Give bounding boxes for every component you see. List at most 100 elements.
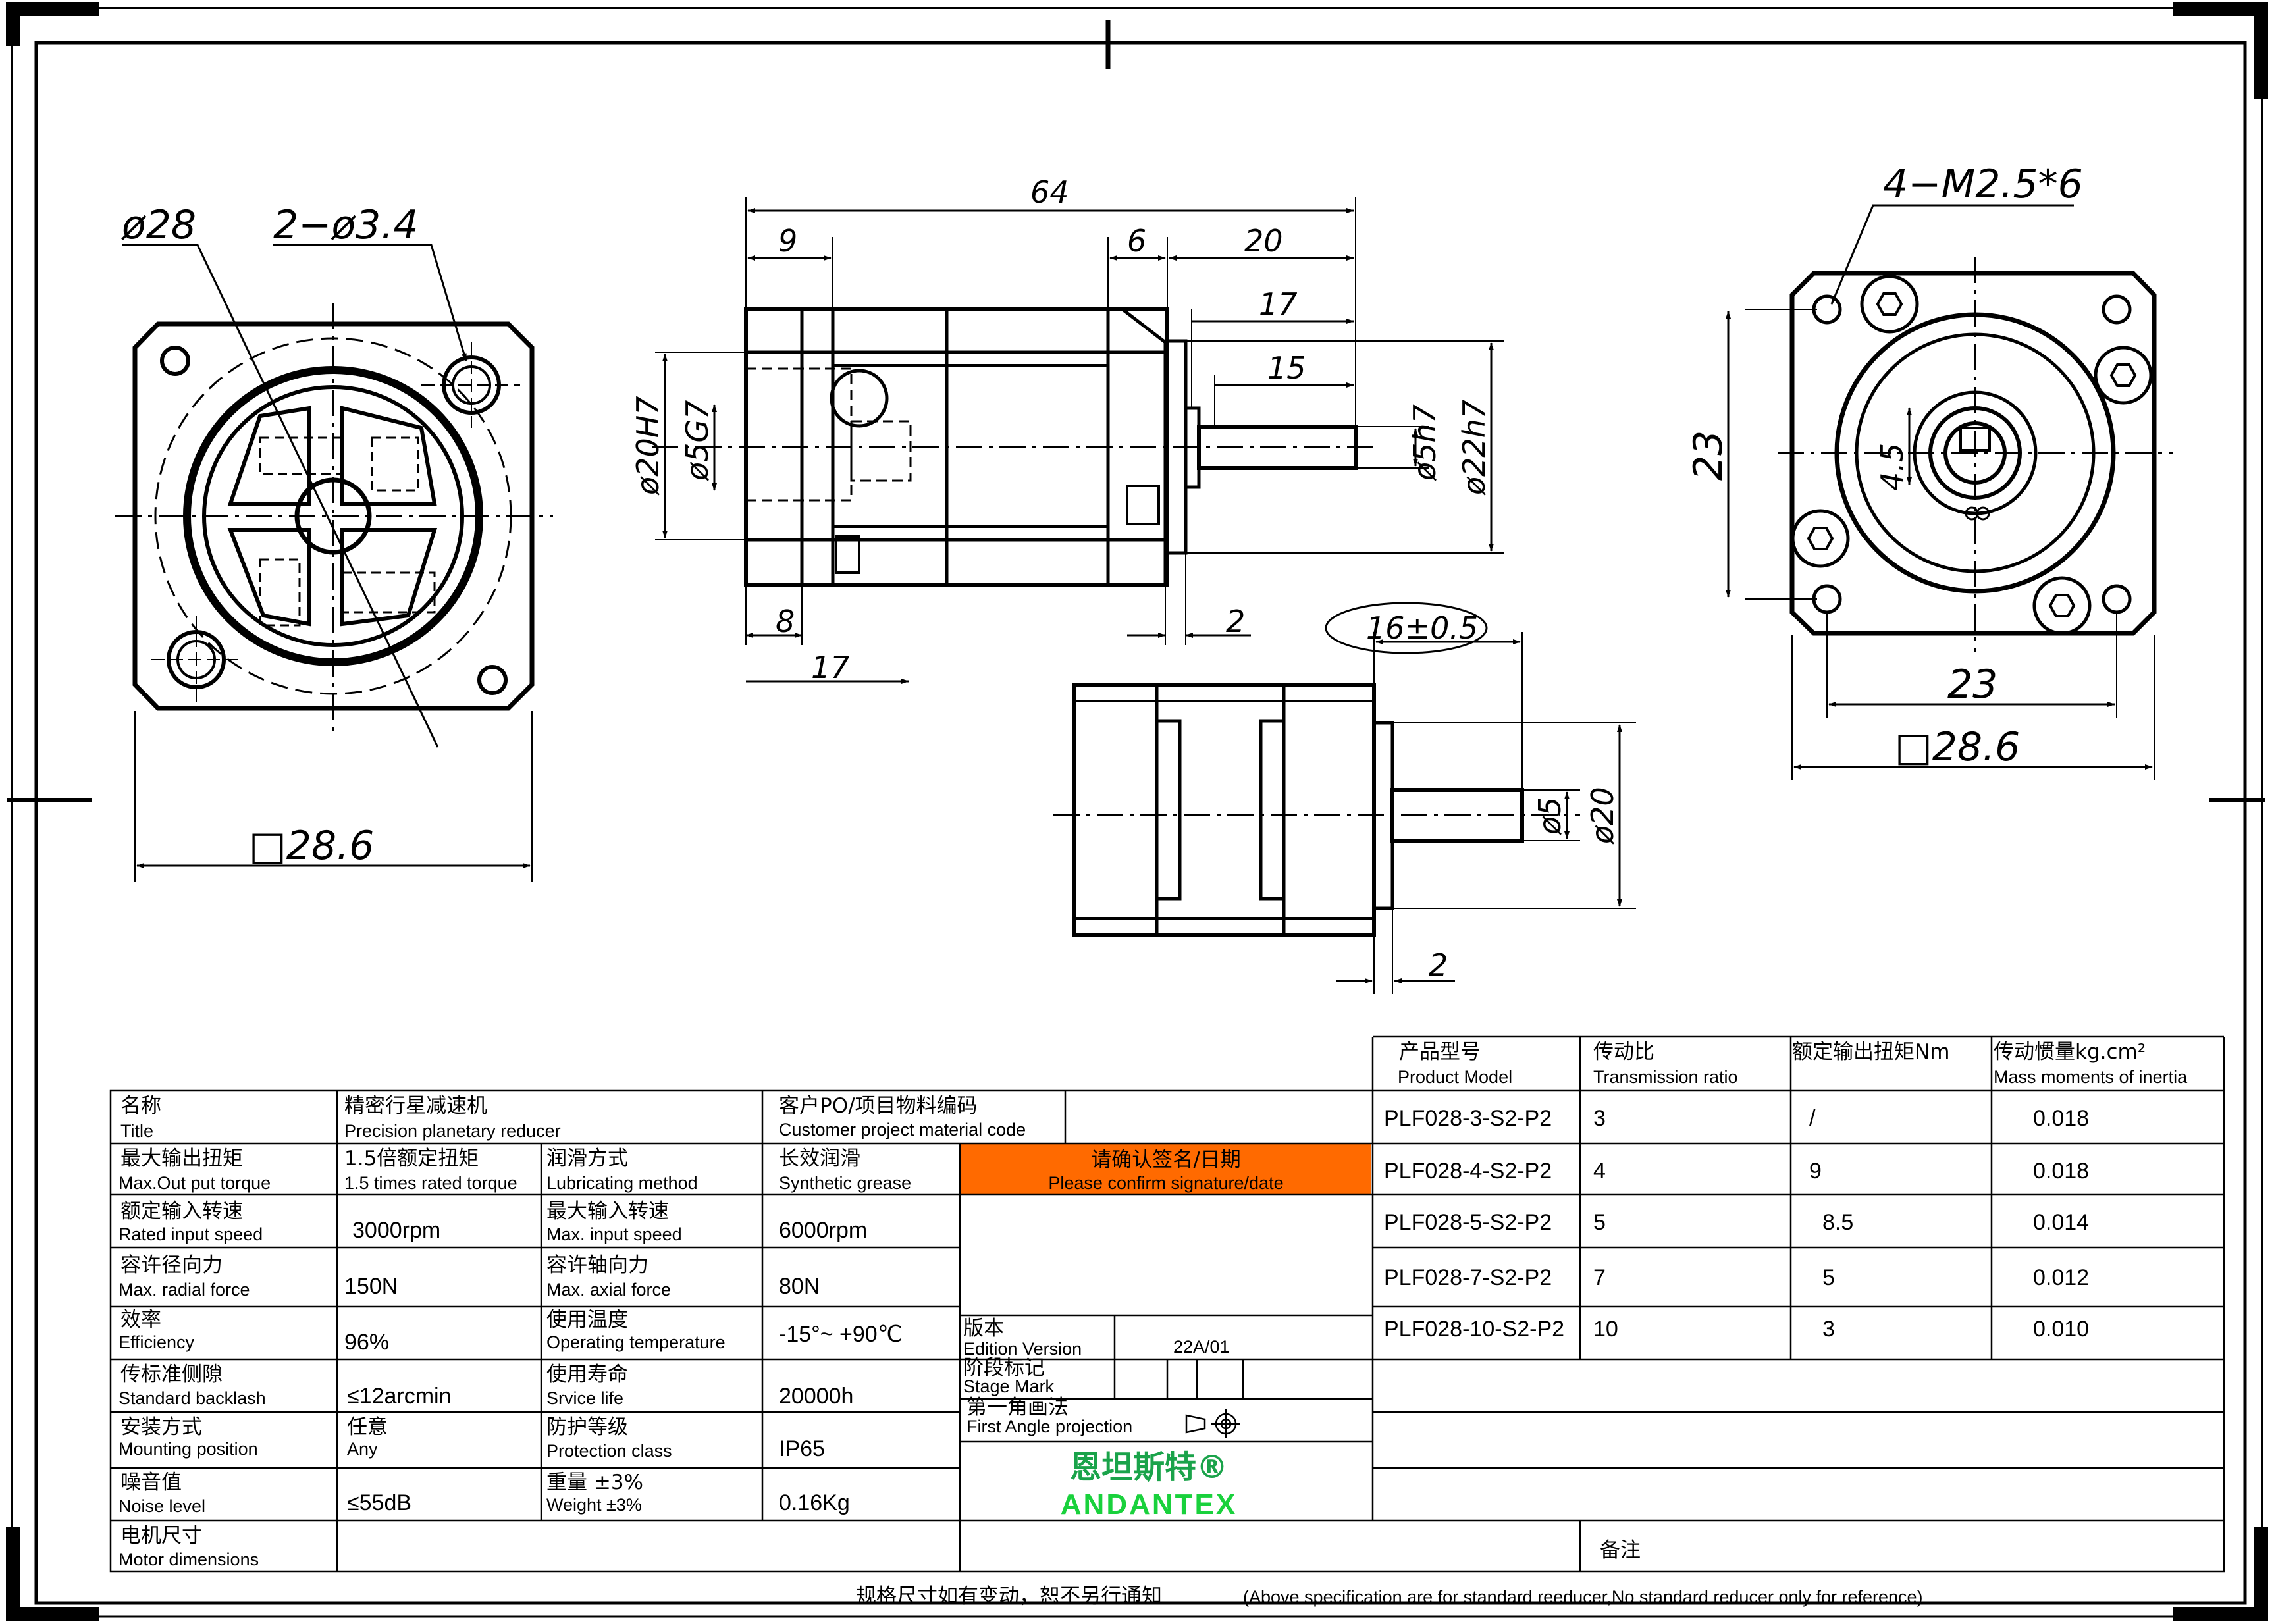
ratio-cell: 10 [1593, 1317, 1618, 1342]
lower-phi20-label: ø20 [1585, 787, 1620, 845]
spec-label-cn: 使用寿命 [546, 1363, 628, 1386]
rear-h45-label: 4.5 [1874, 443, 1910, 491]
torque-header-cn: 额定输出扭矩Nm [1792, 1040, 1949, 1064]
side-phi20h7: ø20H7 [630, 396, 666, 496]
side-d2: 2 [1226, 604, 1245, 639]
side-phi22h7: ø22h7 [1456, 400, 1492, 496]
rear-thread-label: 4−M2.5*6 [1883, 161, 2083, 207]
title-value-cn: 精密行星减速机 [344, 1094, 487, 1118]
edition-value: 22A/01 [1173, 1337, 1230, 1357]
spec-label-en: Lubricating method [546, 1173, 698, 1193]
spec-label-en: Max.Out put torque [119, 1173, 271, 1193]
front-dia-outer-label: ø28 [121, 202, 196, 248]
spec-label-en: Standard backlash [119, 1388, 266, 1408]
inertia-cell: 0.010 [2033, 1317, 2089, 1342]
front-square-label: □28.6 [249, 823, 374, 869]
side-d6: 6 [1127, 223, 1146, 259]
spec-label-en: Protection class [546, 1441, 672, 1461]
spec-value: Any [347, 1439, 378, 1459]
spec-value: 1.5 times rated torque [344, 1173, 517, 1193]
confirm-cn: 请确认签名/日期 [1091, 1148, 1240, 1172]
remarks-label: 备注 [1600, 1538, 1641, 1562]
model-cell: PLF028-5-S2-P2 [1384, 1210, 1552, 1235]
projection-en: First Angle projection [966, 1417, 1132, 1436]
rear-v23-label: 23 [1685, 431, 1732, 481]
side-d17b: 17 [811, 650, 850, 685]
model-header-cn: 产品型号 [1399, 1040, 1481, 1064]
spec-label-en: Operating temperature [546, 1332, 726, 1352]
spec-label-cn: 润滑方式 [546, 1147, 628, 1170]
spec-value: Synthetic grease [779, 1173, 911, 1193]
brand-cn: 恩坦斯特® [1070, 1449, 1228, 1486]
torque-cell: 9 [1809, 1159, 1822, 1184]
side-phi5h7: ø5h7 [1407, 404, 1442, 481]
torque-cell: / [1809, 1106, 1816, 1131]
spec-table [109, 1035, 2225, 1573]
spec-value: 6000rpm [779, 1218, 867, 1243]
lower-view [1053, 602, 1636, 994]
spec-label-cn: 额定输入转速 [120, 1199, 243, 1223]
confirm-en: Please confirm signature/date [1048, 1173, 1283, 1193]
spec-label-cn: 防护等级 [546, 1415, 628, 1439]
projection-cn: 第一角画法 [966, 1396, 1069, 1419]
spec-value: ≤55dB [347, 1490, 411, 1515]
spec-value-cn: 任意 [347, 1415, 388, 1439]
spec-label-cn: 最大输出扭矩 [120, 1147, 243, 1170]
spec-label-cn: 容许径向力 [120, 1253, 223, 1277]
model-cell: PLF028-4-S2-P2 [1384, 1159, 1552, 1184]
model-cell: PLF028-7-S2-P2 [1384, 1265, 1552, 1290]
side-total-len: 64 [1030, 174, 1069, 210]
spec-label-en: Mounting position [119, 1439, 258, 1459]
side-d9: 9 [778, 223, 797, 259]
customer-code-en: Customer project material code [779, 1120, 1026, 1139]
inertia-cell: 0.014 [2033, 1210, 2089, 1235]
ratio-cell: 4 [1593, 1159, 1606, 1184]
ratio-header-cn: 传动比 [1593, 1040, 1654, 1064]
ratio-cell: 5 [1593, 1210, 1606, 1235]
rear-h23-label: 23 [1947, 662, 1997, 708]
inertia-header-cn: 传动惯量kg.cm² [1994, 1040, 2146, 1064]
spec-value: 3000rpm [352, 1218, 440, 1243]
title-cn: 名称 [120, 1094, 161, 1118]
side-view [652, 197, 1504, 684]
side-d8: 8 [776, 604, 795, 639]
spec-label-en: Weight ±3% [546, 1495, 642, 1515]
model-header-en: Product Model [1398, 1067, 1512, 1087]
footer-cn: 规格尺寸如有变动，恕不另行通知 [856, 1585, 1162, 1608]
spec-label-cn: 电机尺寸 [120, 1524, 202, 1548]
spec-label-cn: 最大输入转速 [546, 1199, 669, 1223]
torque-cell: 8.5 [1822, 1210, 1853, 1235]
spec-value: IP65 [779, 1436, 825, 1461]
spec-label-cn: 安装方式 [120, 1415, 202, 1439]
spec-label-cn: 重量 ±3% [546, 1471, 643, 1494]
side-d15: 15 [1267, 350, 1306, 386]
model-cell: PLF028-10-S2-P2 [1384, 1317, 1564, 1342]
front-view [115, 244, 553, 882]
first-angle-projection-icon [1185, 1409, 1240, 1438]
spec-value-cn: 长效润滑 [779, 1147, 860, 1170]
stage-en: Stage Mark [963, 1376, 1055, 1396]
side-phi5g7: ø5G7 [679, 400, 715, 481]
spec-label-en: Rated input speed [119, 1224, 263, 1244]
spec-value: 150N [344, 1274, 398, 1299]
spec-value-cn: 1.5倍额定扭矩 [344, 1147, 479, 1170]
spec-label-cn: 噪音值 [120, 1471, 182, 1494]
side-d20: 20 [1244, 223, 1283, 259]
spec-label-cn: 容许轴向力 [546, 1253, 648, 1277]
torque-cell: 5 [1822, 1265, 1835, 1290]
front-holes-label: 2−ø3.4 [273, 202, 419, 248]
footer-en: (Above specification are for standard re… [1243, 1587, 1923, 1607]
lower-d16-label: 16±0.5 [1366, 610, 1478, 646]
spec-label-en: Srvice life [546, 1388, 623, 1408]
side-d17a: 17 [1259, 286, 1298, 322]
spec-value: 96% [344, 1330, 389, 1355]
edition-cn: 版本 [963, 1317, 1004, 1340]
spec-value: 20000h [779, 1384, 853, 1409]
spec-label-en: Max. input speed [546, 1224, 682, 1244]
lower-d2-label: 2 [1429, 947, 1448, 983]
spec-label-en: Noise level [119, 1496, 205, 1516]
lower-phi5-label: ø5 [1532, 797, 1568, 835]
ratio-cell: 7 [1593, 1265, 1606, 1290]
title-value-en: Precision planetary reducer [344, 1121, 561, 1141]
